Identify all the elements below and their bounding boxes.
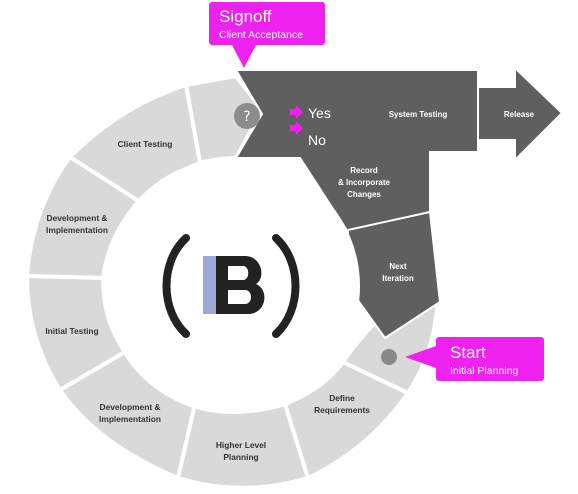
label-higher-level-1: Higher Level — [216, 440, 266, 450]
label-dev-impl-lower-2: Implementation — [99, 414, 161, 424]
label-dev-impl-upper-1: Development & — [47, 213, 108, 223]
label-higher-level-2: Planning — [223, 452, 258, 462]
label-client-testing: Client Testing — [118, 139, 173, 149]
question-mark: ? — [243, 109, 250, 125]
next-iteration-line-2: Iteration — [382, 274, 414, 283]
release-label: Release — [504, 110, 535, 119]
record-line-3: Changes — [347, 190, 381, 199]
label-dev-impl-upper-2: Implementation — [46, 225, 108, 235]
start-title: Start — [450, 343, 486, 362]
system-testing-label: System Testing — [389, 110, 448, 119]
signoff-title: Signoff — [219, 7, 272, 26]
no-label: No — [308, 132, 326, 148]
next-iteration-line-1: Next — [389, 262, 407, 271]
yes-arrow-icon — [290, 105, 303, 119]
decision-question-icon — [234, 103, 260, 129]
start-subtitle: Initial Planning — [450, 365, 518, 377]
start-dot-icon — [381, 349, 397, 365]
record-line-2: & Incorporate — [338, 178, 391, 187]
signoff-callout: Signoff Client Acceptance — [209, 2, 325, 68]
b-brand-logo-icon — [162, 234, 300, 338]
label-define-req-2: Requirements — [314, 405, 370, 415]
start-pointer-icon — [405, 346, 436, 368]
signoff-pointer-icon — [232, 45, 256, 68]
yes-label: Yes — [308, 105, 331, 121]
signoff-subtitle: Client Acceptance — [219, 29, 303, 41]
record-line-1: Record — [350, 166, 378, 175]
no-arrow-icon — [290, 121, 303, 135]
release-arrow — [477, 65, 564, 163]
label-dev-impl-lower-1: Development & — [100, 402, 161, 412]
start-callout: Start Initial Planning — [405, 337, 544, 381]
label-define-req-1: Define — [329, 393, 355, 403]
segment-define-requirements[interactable] — [282, 359, 411, 481]
label-initial-testing: Initial Testing — [45, 326, 98, 336]
